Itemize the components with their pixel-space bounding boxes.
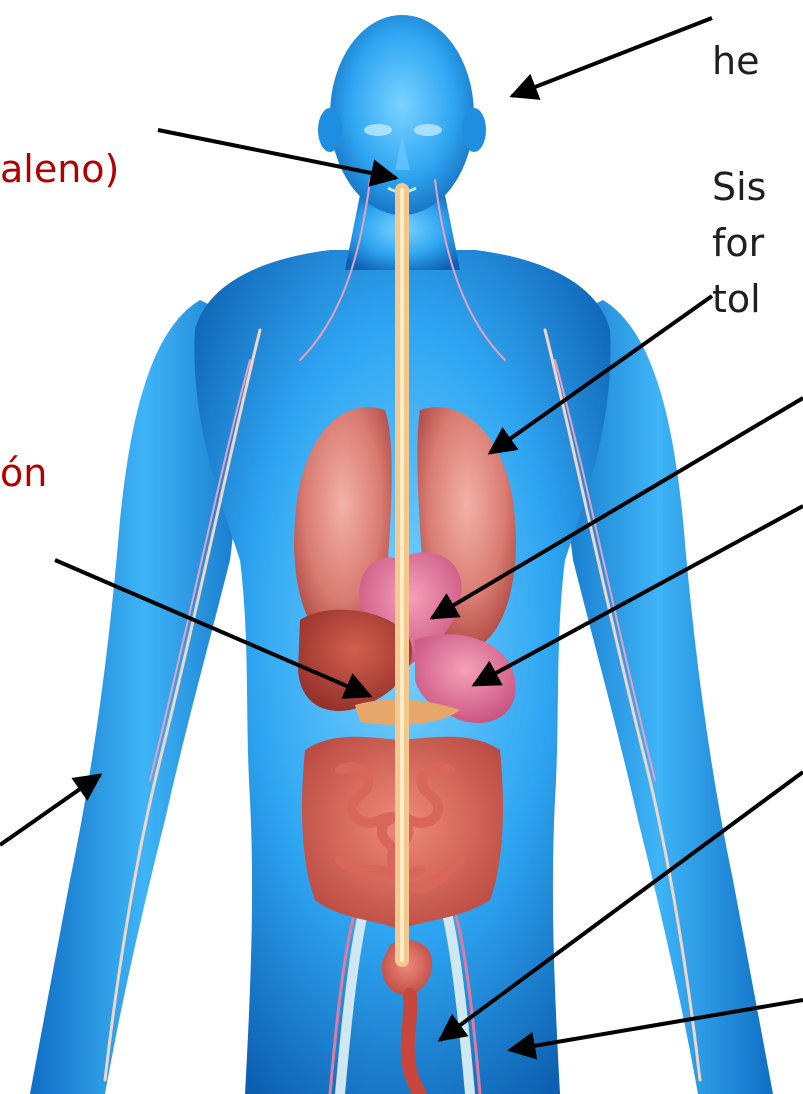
- arrow-head: [512, 18, 712, 96]
- left-eye: [364, 124, 392, 136]
- label-right-line1: Sis: [712, 168, 766, 206]
- label-right-line2: for: [712, 224, 764, 262]
- label-left-top: aleno): [0, 150, 119, 188]
- left-ear: [318, 108, 342, 152]
- label-right-line3: tol: [712, 280, 761, 318]
- right-eye: [414, 124, 442, 136]
- label-right-top: he: [712, 42, 759, 80]
- right-ear: [462, 108, 486, 152]
- label-left-mid: ón: [0, 454, 47, 492]
